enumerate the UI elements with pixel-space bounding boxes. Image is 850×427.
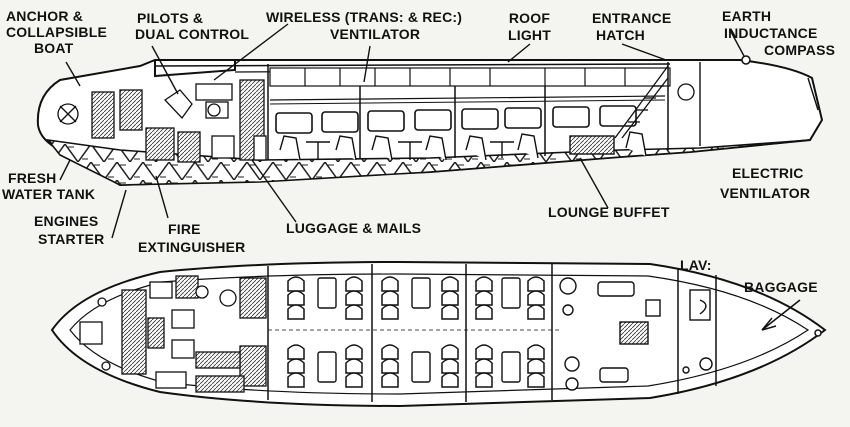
label-ventilator: VENTILATOR [330,26,421,42]
seat-icon [287,372,305,388]
seat-icon [381,304,399,320]
seat-icon [381,372,399,388]
seat-icon [441,276,459,292]
label-anchor: ANCHOR & COLLAPSIBLE BOAT [6,8,107,56]
label-luggage-mails: LUGGAGE & MAILS [286,220,422,236]
seat-icon [441,358,459,374]
seat-icon [441,372,459,388]
label-pilots: PILOTS & DUAL CONTROL [135,10,250,42]
plan-view [50,260,827,408]
seat-icon [287,358,305,374]
seat-icon [345,290,363,306]
seat-icon [287,344,305,360]
seat-icon [475,372,493,388]
seat-icon [475,304,493,320]
label-roof-light: ROOF LIGHT [508,10,551,43]
seat-icon [381,276,399,292]
seat-icon [381,344,399,360]
label-baggage: BAGGAGE [744,279,818,295]
seat-icon [527,344,545,360]
label-earth-compass: EARTH INDUCTANCE COMPASS [722,8,836,58]
seat-icon [345,304,363,320]
seat-icon [441,290,459,306]
keel-truss [46,138,811,186]
side-view [36,55,824,187]
seat-icon [527,358,545,374]
seat-icon [381,290,399,306]
seat-icon [475,344,493,360]
seat-icon [345,372,363,388]
label-fire-extinguisher: FIRE EXTINGUISHER [138,221,246,255]
label-wireless: WIRELESS (TRANS: & REC:) [266,9,463,25]
leader-lines [59,23,819,239]
seat-icon [475,358,493,374]
label-engines-starter: ENGINES STARTER [34,213,105,247]
seat-icon [287,290,305,306]
seat-icon [527,372,545,388]
seat-icon [345,344,363,360]
seat-icon [527,276,545,292]
label-fresh-water-tank: FRESH WATER TANK [2,170,96,202]
seat-icon [381,358,399,374]
label-electric-ventilator: ELECTRIC VENTILATOR [720,165,811,201]
seat-icon [475,276,493,292]
label-lounge-buffet: LOUNGE BUFFET [548,204,670,220]
seat-icon [345,276,363,292]
label-entrance-hatch: ENTRANCE HATCH [592,10,672,43]
seat-icon [527,290,545,306]
seat-icon [287,304,305,320]
seat-icon [441,344,459,360]
seat-icon [441,304,459,320]
seat-icon [287,276,305,292]
seat-icon [475,290,493,306]
seat-icon [527,304,545,320]
seat-icon [345,358,363,374]
label-lav: LAV: [680,257,712,273]
